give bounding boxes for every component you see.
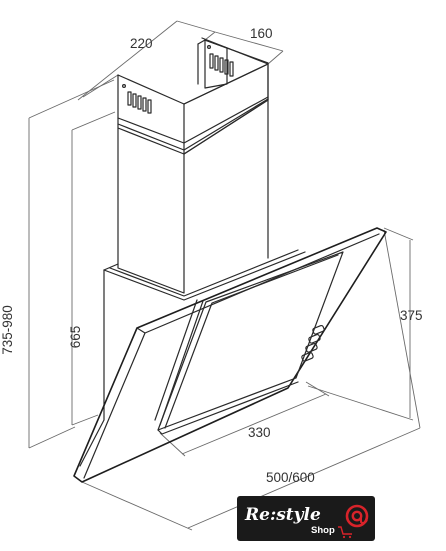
logo-sub-text: Shop xyxy=(311,525,335,536)
control-button[interactable] xyxy=(308,333,321,344)
logo-at-icon xyxy=(345,504,369,528)
logo-cart-icon xyxy=(338,526,352,539)
hood-body xyxy=(79,249,306,467)
control-panel xyxy=(301,324,325,362)
label-duct-width: 220 xyxy=(130,36,153,51)
glass-panel xyxy=(73,227,387,483)
control-button[interactable] xyxy=(305,342,318,353)
label-hood-width: 500/600 xyxy=(266,470,315,485)
label-duct-depth: 160 xyxy=(250,26,273,41)
restyle-shop-logo: Re:style Shop xyxy=(237,496,375,541)
dimension-labels: 220 160 735-980 665 375 330 500/600 xyxy=(0,26,423,485)
dimension-lines xyxy=(28,20,421,531)
control-button[interactable] xyxy=(301,351,314,362)
chimney-duct xyxy=(117,37,269,294)
label-total-height: 735-980 xyxy=(0,305,15,355)
rear-duct-vents xyxy=(207,44,234,77)
label-glass-inner-width: 330 xyxy=(248,425,271,440)
control-button[interactable] xyxy=(312,324,325,335)
label-glass-height: 375 xyxy=(400,308,423,323)
front-duct-vents xyxy=(121,83,152,114)
label-body-height: 665 xyxy=(68,326,83,349)
logo-brand-text: Re:style xyxy=(244,505,321,525)
